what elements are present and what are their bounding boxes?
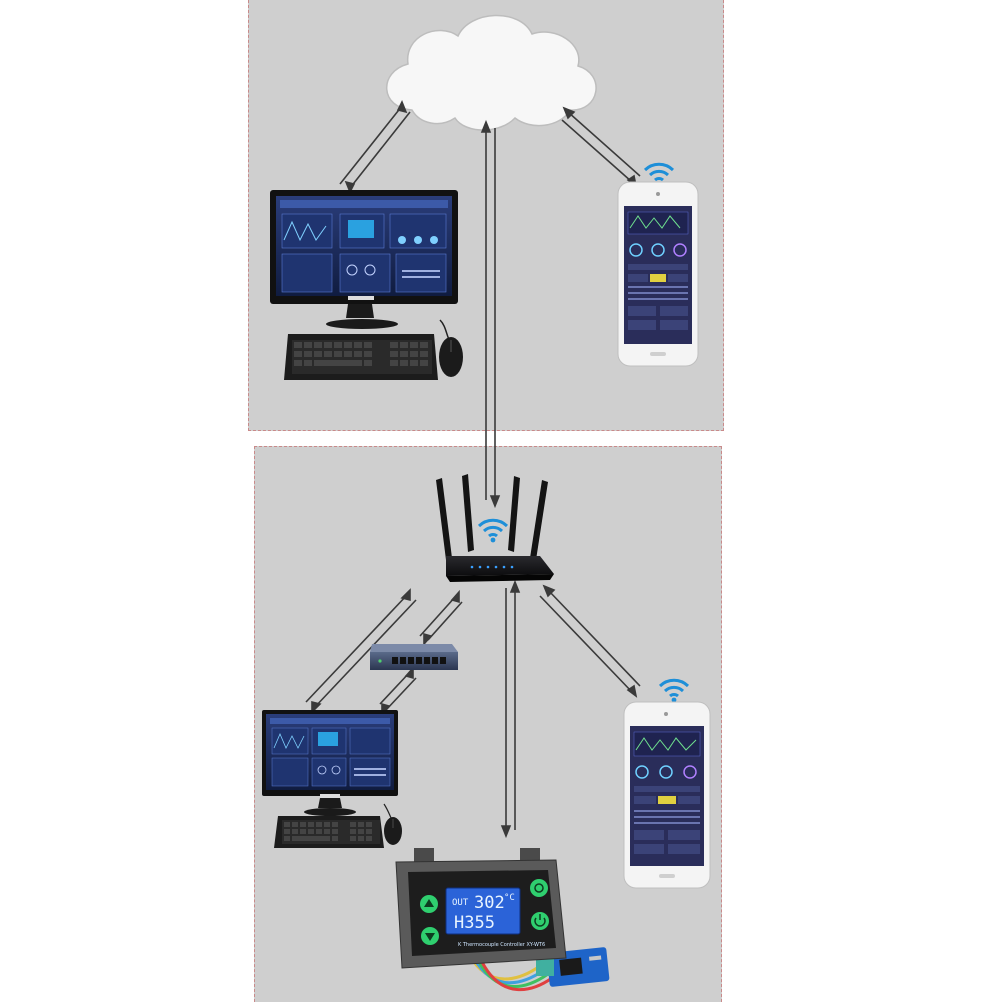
temperature-unit: °C	[504, 893, 515, 903]
mouse-icon	[439, 319, 463, 377]
monitor-icon	[270, 190, 458, 329]
cloud-icon	[386, 14, 597, 131]
controller-caption: K Thermocouple Controller XY-WT6	[458, 942, 545, 948]
phone-icon	[617, 181, 699, 367]
wifi-icon	[477, 518, 509, 543]
wifi-module-icon	[468, 947, 610, 991]
switch-icon	[370, 644, 458, 670]
setpoint-reading: H355	[454, 913, 495, 933]
down-button[interactable]	[421, 927, 439, 945]
phone-icon	[623, 701, 711, 889]
desktop-computer-top	[270, 190, 463, 380]
keyboard-icon	[284, 334, 438, 380]
set-button[interactable]	[530, 879, 548, 897]
controller-icon: OUT 302 °C H355 K Thermocouple Controlle…	[395, 848, 567, 969]
router-icon	[436, 474, 554, 582]
mouse-icon	[383, 803, 402, 845]
power-button[interactable]	[531, 912, 549, 930]
out-label: OUT	[452, 898, 469, 908]
connection-arrows	[305, 100, 641, 839]
temperature-reading: 302	[474, 893, 505, 913]
desktop-computer-bottom	[262, 710, 402, 848]
monitor-icon	[262, 710, 398, 816]
keyboard-icon	[274, 816, 384, 848]
up-button[interactable]	[420, 895, 438, 913]
wifi-icon	[658, 678, 690, 703]
